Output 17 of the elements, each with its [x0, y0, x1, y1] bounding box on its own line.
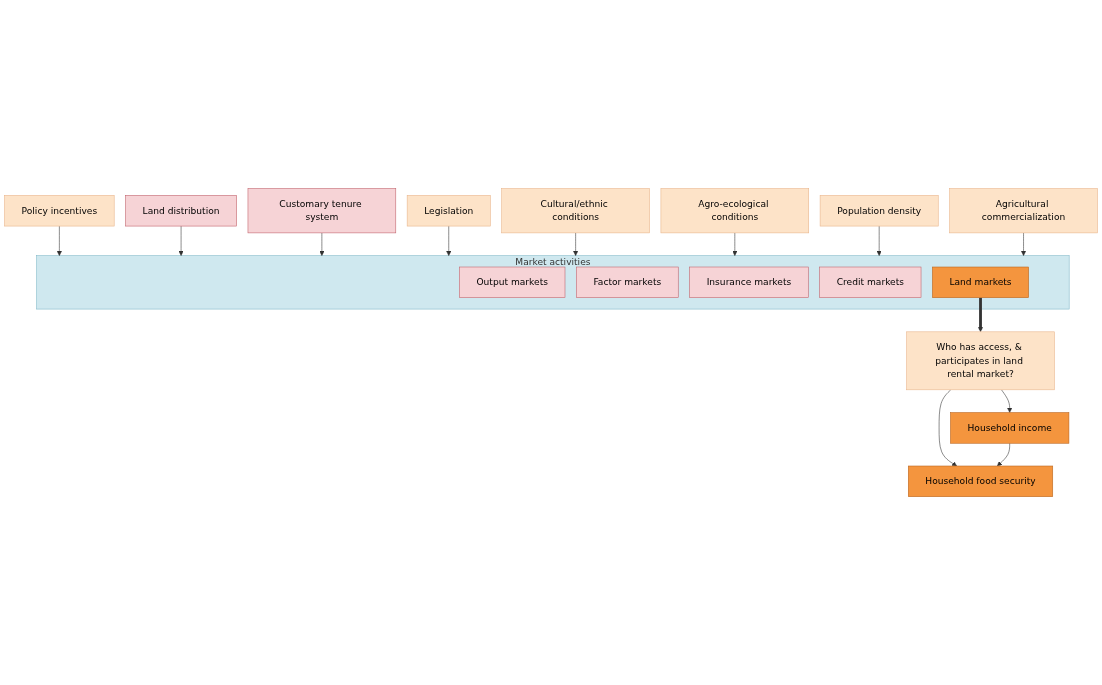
node-box: Output markets	[459, 266, 566, 298]
node-box: Customary tenure system	[247, 188, 397, 234]
arrow	[978, 297, 983, 332]
node-box: Agricultural commercialization	[949, 188, 1098, 234]
node-box: Land markets	[932, 266, 1029, 298]
node-box: Policy incentives	[4, 194, 115, 227]
node-box: Insurance markets	[689, 266, 809, 298]
node-box: Land distribution	[125, 194, 237, 227]
node-box: Factor markets	[576, 266, 679, 298]
node-box: Agro-ecological conditions	[660, 188, 809, 234]
node-box: Credit markets	[819, 266, 922, 298]
node-box: Population density	[819, 194, 939, 227]
node-box: Cultural/ethnic conditions	[501, 188, 650, 234]
node-box: Household income	[950, 412, 1070, 444]
node-box: Who has access, & participates in land rental market?	[906, 331, 1055, 390]
node-box: Household food security	[908, 465, 1054, 497]
node-box: Legislation	[406, 194, 491, 227]
